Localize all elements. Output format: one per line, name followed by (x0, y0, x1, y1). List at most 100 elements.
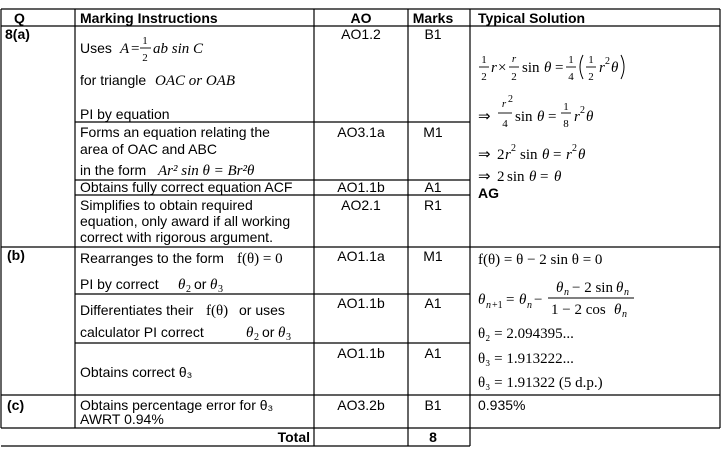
svg-text:r: r (599, 60, 605, 76)
svg-text:3: 3 (286, 332, 291, 343)
ao-a3: AO1.1b (337, 179, 385, 195)
svg-text:sin: sin (507, 169, 525, 185)
in-the-form-text: in the form (80, 162, 146, 178)
svg-text:θ: θ (542, 147, 550, 163)
or-text-1: or (194, 276, 207, 292)
solution-a-equation2: ⇒ r 2 4 sin θ = 1 8 r 2 θ (478, 94, 594, 130)
svg-text:θ: θ (554, 169, 562, 185)
part-b: (b) Rearranges to the form f(θ) = 0 PI b… (7, 247, 634, 391)
svg-text:θ: θ (178, 277, 186, 293)
marks-b3: A1 (424, 345, 441, 361)
svg-text:θ: θ (614, 302, 622, 318)
svg-text:×: × (498, 60, 506, 76)
svg-text:θ: θ (578, 147, 586, 163)
svg-text:=: = (506, 292, 514, 308)
area-formula-lhs: A (119, 41, 130, 57)
percentage-error-line2: AWRT 0.94% (80, 411, 164, 427)
ao-a4: AO2.1 (341, 197, 381, 213)
svg-text:n: n (486, 300, 491, 311)
svg-text:−: − (534, 292, 542, 308)
svg-text:θ: θ (529, 169, 537, 185)
uses-text: Uses (80, 40, 112, 56)
svg-text:2: 2 (497, 147, 505, 163)
svg-text:=: = (555, 60, 563, 76)
svg-text:n: n (622, 309, 627, 320)
table-grid (0, 8, 721, 447)
svg-text:=: = (553, 147, 561, 163)
triangle-names: OAC or OAB (155, 73, 235, 89)
ao-b1: AO1.1a (337, 248, 385, 264)
svg-text:θ: θ (586, 109, 594, 125)
header-q: Q (14, 10, 25, 26)
marks-b2: A1 (424, 295, 441, 311)
svg-text:⇒: ⇒ (478, 169, 491, 185)
f-theta: f(θ) (206, 303, 228, 319)
svg-text:θ: θ (478, 292, 486, 308)
svg-text:− 2 sin: − 2 sin (572, 280, 613, 296)
marks-a4: R1 (424, 197, 442, 213)
header-ao: AO (351, 10, 372, 26)
solution-c: 0.935% (478, 397, 525, 413)
total-row: Total 8 (278, 429, 438, 445)
marks-a2: M1 (423, 124, 443, 140)
svg-text:2: 2 (580, 105, 585, 116)
svg-text:2: 2 (511, 71, 517, 83)
total-marks: 8 (429, 429, 437, 445)
ao-b2: AO1.1b (337, 295, 385, 311)
rearranges-text: Rearranges to the form (80, 250, 224, 266)
solution-a-equation1: 1 2 r × r 2 sin θ = 1 4 1 2 r 2 θ (479, 53, 625, 83)
svg-text:sin: sin (520, 147, 538, 163)
question-label-b: (b) (7, 247, 25, 263)
svg-text:θ: θ (611, 60, 619, 76)
for-triangle-text: for triangle (80, 72, 146, 88)
marks-b1: M1 (423, 248, 443, 264)
forms-equation-line2: area of OAC and ABC (80, 141, 217, 157)
svg-text:4: 4 (502, 118, 508, 130)
svg-text:=: = (540, 169, 548, 185)
differentiates-text: Differentiates their (80, 302, 194, 318)
svg-text:sin: sin (515, 109, 533, 125)
part-c: (c) Obtains percentage error for θ₃ AWRT… (7, 397, 525, 427)
solution-b-newton-raphson: θ n +1 = θ n − θ n − 2 sin θ n 1 − 2 cos… (478, 280, 634, 320)
svg-text:1: 1 (568, 54, 574, 66)
svg-text:3: 3 (218, 284, 223, 295)
svg-text:⇒: ⇒ (478, 147, 491, 163)
svg-text:+1: +1 (492, 300, 503, 311)
svg-text:1 − 2 cos: 1 − 2 cos (551, 302, 606, 318)
svg-text:2: 2 (497, 169, 505, 185)
svg-text:2: 2 (481, 71, 487, 83)
part-a: 8(a) Uses A = 1 2 ab sin C for triangle … (5, 26, 625, 245)
or-uses-text: or uses (239, 302, 285, 318)
svg-text:n: n (624, 287, 629, 298)
svg-text:2: 2 (605, 56, 610, 67)
question-label-8a: 8(a) (5, 26, 30, 42)
f-theta-zero: f(θ) = 0 (237, 251, 283, 267)
svg-text:=: = (548, 109, 556, 125)
header-marks: Marks (413, 10, 454, 26)
obtains-acf-text: Obtains fully correct equation ACF (80, 179, 292, 195)
svg-text:1: 1 (588, 54, 594, 66)
ao-b3: AO1.1b (337, 345, 385, 361)
svg-text:2: 2 (186, 284, 191, 295)
svg-text:2: 2 (508, 94, 513, 105)
svg-text:r: r (502, 98, 507, 110)
total-label: Total (278, 429, 310, 445)
svg-text:1: 1 (142, 35, 148, 47)
calculator-text: calculator PI correct (80, 324, 204, 340)
svg-text:n: n (527, 300, 532, 311)
svg-text:r: r (512, 53, 517, 65)
marks-c1: B1 (424, 397, 441, 413)
svg-text:1: 1 (563, 101, 569, 113)
or-text-2: or (262, 324, 275, 340)
header-row: Q Marking Instructions AO Marks Typical … (14, 10, 585, 26)
svg-text:θ: θ (210, 277, 218, 293)
svg-text:1: 1 (481, 54, 487, 66)
solution-b-theta2: θ₂ = 2.094395... (478, 326, 574, 342)
svg-text:r: r (505, 147, 511, 163)
svg-text:2: 2 (142, 52, 148, 64)
svg-text:2: 2 (588, 71, 594, 83)
marks-a1: B1 (424, 26, 441, 42)
ao-a2: AO3.1a (337, 124, 385, 140)
ao-a1: AO1.2 (341, 26, 381, 42)
